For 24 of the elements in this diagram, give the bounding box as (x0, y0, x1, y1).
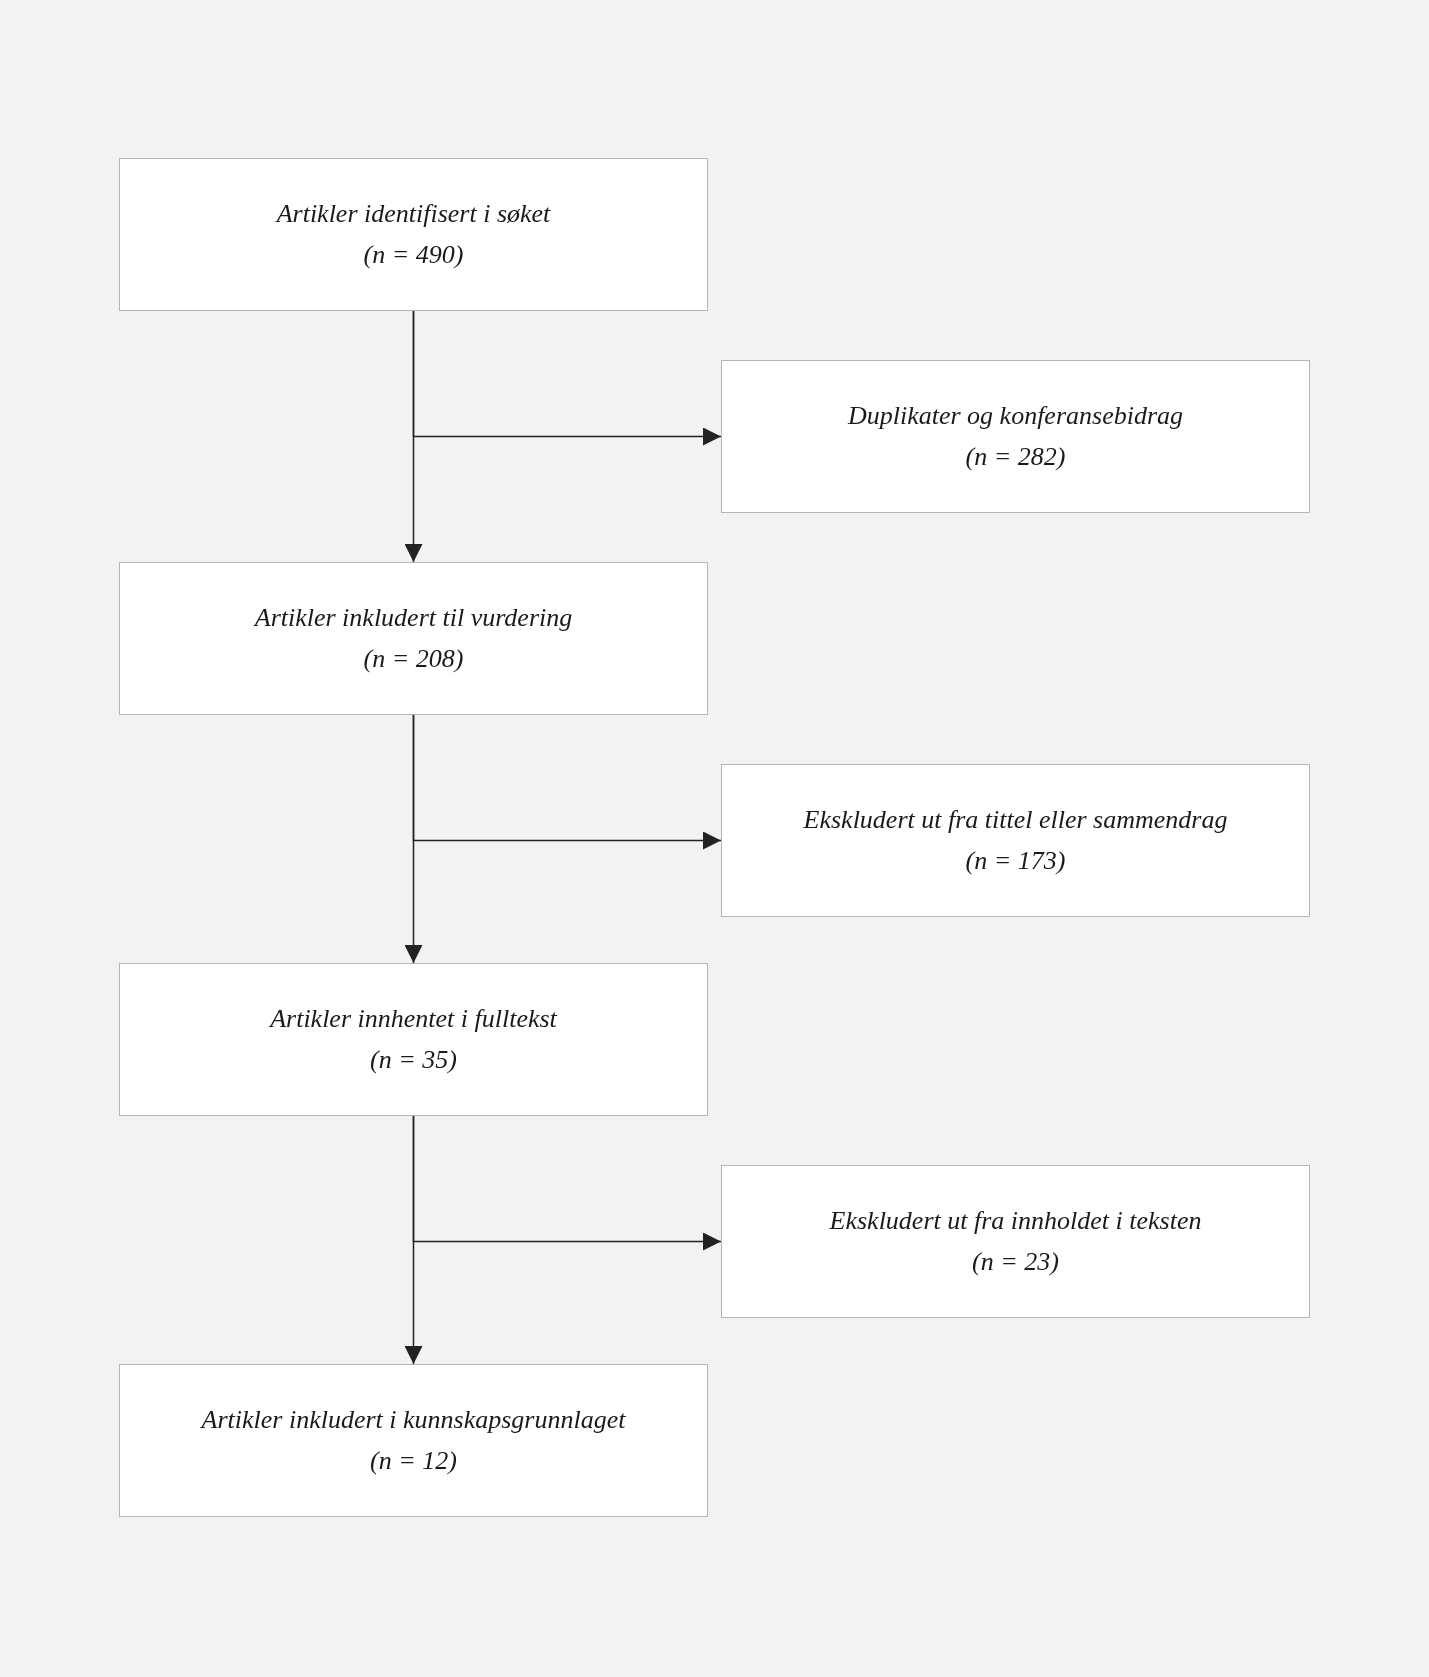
count-text: (n = 282) (965, 440, 1066, 473)
arrow (404, 714, 423, 964)
count-text: (n = 208) (363, 642, 464, 675)
count-text: (n = 173) (965, 844, 1066, 877)
arrow (404, 310, 423, 563)
count-text: (n = 490) (363, 238, 464, 271)
arrow (404, 1115, 423, 1365)
box-title: Artikler innhentet i fulltekst (270, 1003, 557, 1035)
process-box (721, 1165, 1310, 1318)
process-box (721, 360, 1310, 513)
count-text: (n = 23) (972, 1245, 1059, 1278)
box-title: Artikler identifisert i søket (276, 198, 551, 230)
process-box (119, 562, 708, 715)
process-box (119, 1364, 708, 1517)
count-text: (n = 35) (370, 1043, 457, 1076)
process-box (721, 764, 1310, 917)
box-title: Ekskludert ut fra innholdet i teksten (829, 1205, 1202, 1237)
box-title: Ekskludert ut fra tittel eller sammendrag (803, 804, 1228, 836)
box-title: Duplikater og konferansebidrag (847, 400, 1184, 432)
count-text: (n = 12) (370, 1444, 457, 1477)
process-box (119, 963, 708, 1116)
box-title: Artikler inkludert i kunnskapsgrunnlaget (201, 1404, 626, 1436)
process-box (119, 158, 708, 311)
box-title: Artikler inkludert til vurdering (254, 602, 573, 634)
